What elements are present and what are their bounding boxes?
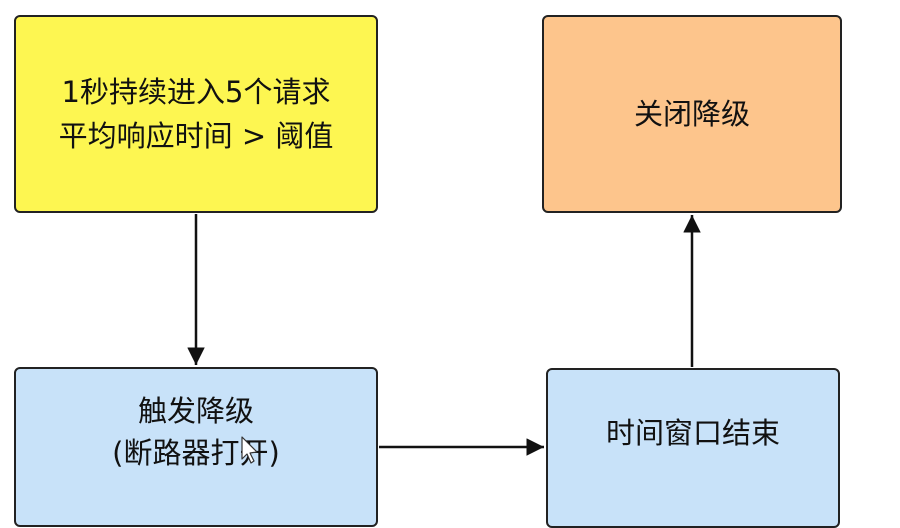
node-trigger-line-1: 触发降级 bbox=[137, 394, 254, 428]
node-time-window-end-label: 时间窗口结束 bbox=[605, 416, 780, 450]
node-condition-line-2: 平均响应时间 > 阈值 bbox=[58, 119, 334, 153]
flow-diagram: 1秒持续进入5个请求 平均响应时间 > 阈值 关闭降级 触发降级 (断路器打开)… bbox=[14, 15, 842, 528]
node-condition-line-1: 1秒持续进入5个请求 bbox=[61, 75, 331, 109]
node-time-window-end: 时间窗口结束 bbox=[546, 368, 840, 528]
node-close-degrade-label: 关闭降级 bbox=[633, 97, 750, 131]
node-trigger-degrade: 触发降级 (断路器打开) bbox=[14, 367, 378, 527]
node-trigger-line-2: (断路器打开) bbox=[112, 436, 280, 470]
node-close-degrade: 关闭降级 bbox=[542, 15, 842, 213]
diagram-edges bbox=[187, 214, 701, 456]
node-condition: 1秒持续进入5个请求 平均响应时间 > 阈值 bbox=[14, 15, 378, 213]
